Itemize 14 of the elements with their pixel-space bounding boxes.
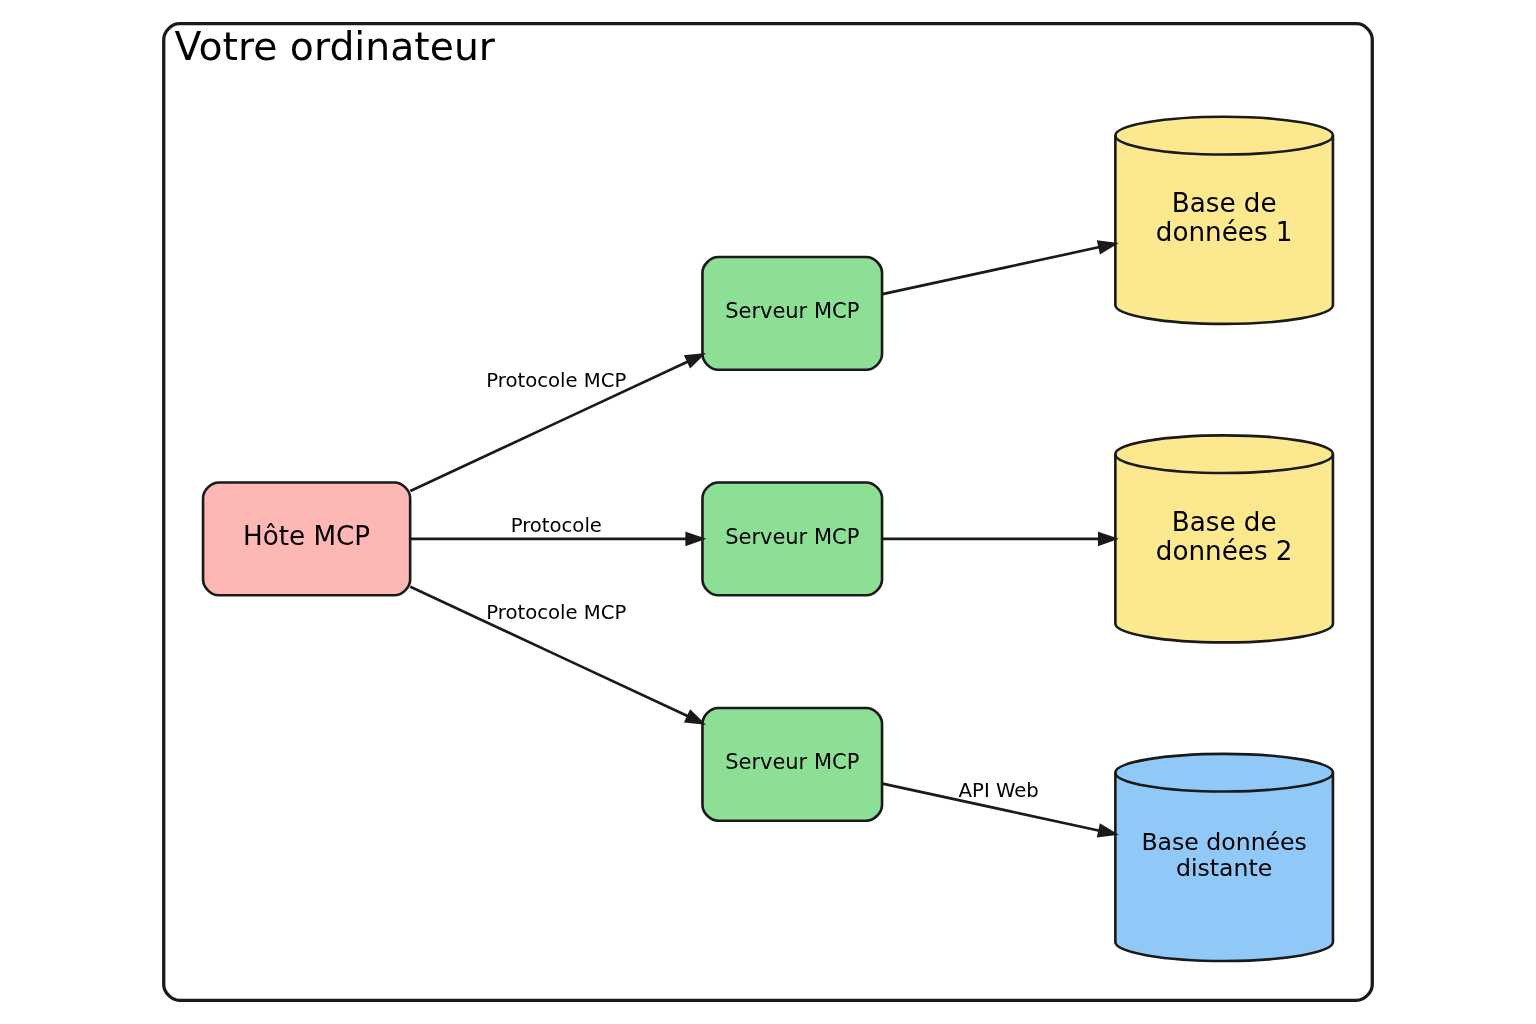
arrow — [409, 585, 707, 725]
arrow — [410, 531, 707, 547]
edge-label: Protocole MCP — [486, 600, 627, 624]
edge-label: Protocole — [510, 514, 602, 538]
node-box: Serveur MCP — [701, 255, 884, 372]
node-box: Serveur MCP — [701, 481, 884, 597]
edge-label: API Web — [958, 779, 1039, 803]
edge-label: Protocole MCP — [486, 368, 627, 392]
arrow — [409, 353, 707, 493]
node-box: Hôte MCP — [201, 481, 412, 597]
arrow — [882, 531, 1119, 547]
arrow — [882, 782, 1119, 838]
arrow — [882, 240, 1119, 296]
node-box: Serveur MCP — [701, 706, 884, 822]
